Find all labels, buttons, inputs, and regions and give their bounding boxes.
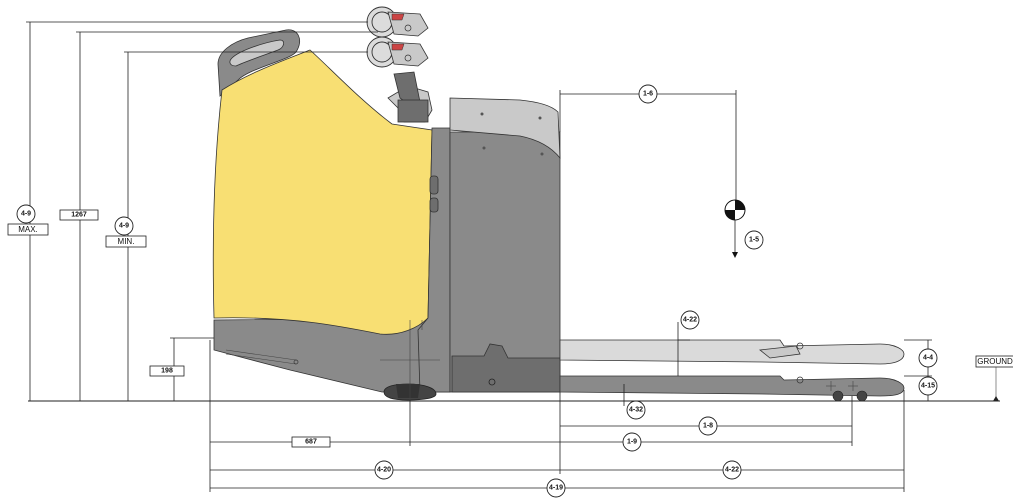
label-min: MIN. (105, 235, 147, 248)
label-4-15: 4-15 (918, 376, 938, 396)
label-1-5: 1-5 (744, 230, 764, 250)
svg-text:MAX.: MAX. (18, 225, 38, 234)
svg-text:4-9: 4-9 (21, 211, 31, 218)
svg-text:1-8: 1-8 (703, 423, 713, 430)
center-of-gravity-symbol (724, 199, 746, 258)
svg-text:4-15: 4-15 (921, 383, 935, 390)
tiller-head-min (366, 36, 429, 68)
svg-text:GROUND: GROUND (977, 357, 1013, 366)
truck-illustration (212, 6, 905, 402)
svg-text:198: 198 (161, 368, 173, 375)
label-4-9-min: 4-9 (114, 216, 134, 236)
svg-text:4-32: 4-32 (629, 407, 643, 414)
label-4-19: 4-19 (546, 478, 566, 498)
svg-text:1267: 1267 (71, 212, 87, 219)
label-4-22-lift: 4-22 (680, 310, 700, 330)
ground-marker (993, 366, 999, 401)
svg-text:4-19: 4-19 (549, 485, 563, 492)
tiller-arm (387, 71, 433, 123)
label-4-20: 4-20 (374, 460, 394, 480)
yellow-side-cover[interactable] (212, 49, 433, 335)
label-1-9: 1-9 (622, 432, 642, 452)
svg-text:4-20: 4-20 (377, 467, 391, 474)
label-1-6: 1-6 (638, 84, 658, 104)
svg-text:MIN.: MIN. (118, 237, 135, 246)
label-1-8: 1-8 (698, 416, 718, 436)
svg-text:4-4: 4-4 (923, 355, 933, 362)
fork-lowered (559, 375, 905, 397)
hood-cover (449, 97, 561, 160)
label-4-22-fork: 4-22 (722, 460, 742, 480)
label-max: MAX. (7, 223, 49, 236)
svg-text:1-9: 1-9 (627, 439, 637, 446)
label-ground: GROUND (975, 355, 1013, 368)
svg-text:1-6: 1-6 (643, 91, 653, 98)
label-687: 687 (291, 436, 331, 448)
platform-base (213, 317, 451, 393)
svg-text:4-9: 4-9 (119, 223, 129, 230)
label-4-32: 4-32 (626, 400, 646, 420)
svg-text:4-22: 4-22 (683, 317, 697, 324)
fork-raised (559, 339, 905, 365)
svg-text:1-5: 1-5 (749, 237, 759, 244)
svg-text:4-22: 4-22 (725, 467, 739, 474)
label-4-4: 4-4 (918, 348, 938, 368)
tiller-head-max (366, 6, 429, 38)
label-198: 198 (149, 365, 185, 377)
label-4-9-max: 4-9 (16, 204, 36, 224)
label-1267: 1267 (59, 209, 99, 221)
svg-text:687: 687 (305, 439, 317, 446)
